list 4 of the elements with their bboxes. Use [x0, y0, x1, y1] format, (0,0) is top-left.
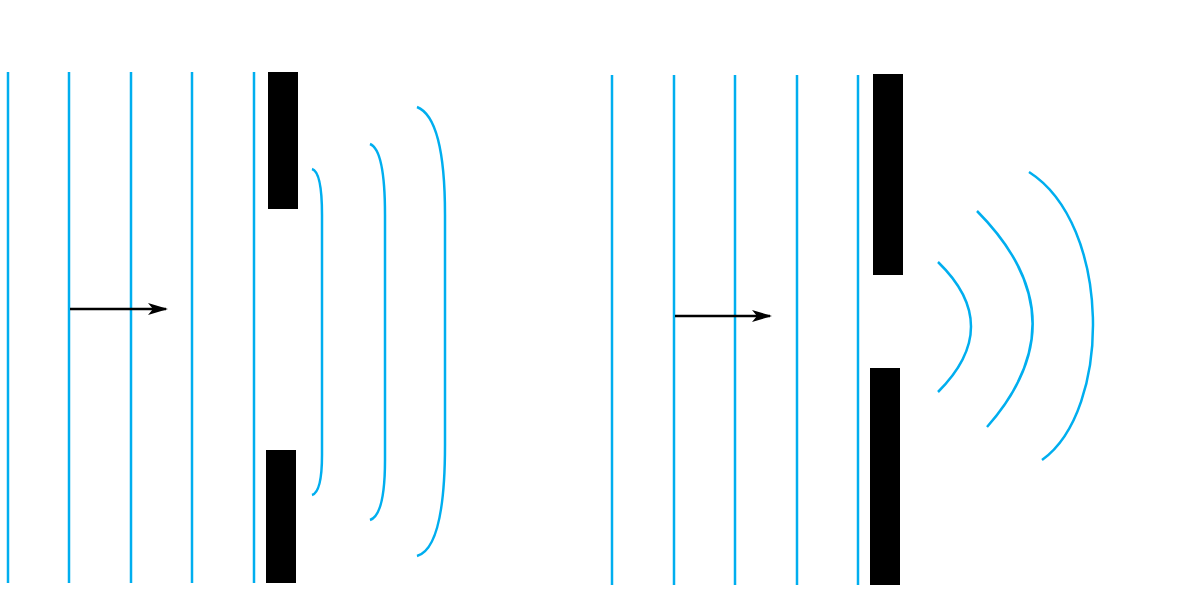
barrier	[873, 74, 903, 275]
barrier	[268, 72, 298, 209]
barrier	[870, 368, 900, 585]
barrier	[266, 450, 296, 583]
